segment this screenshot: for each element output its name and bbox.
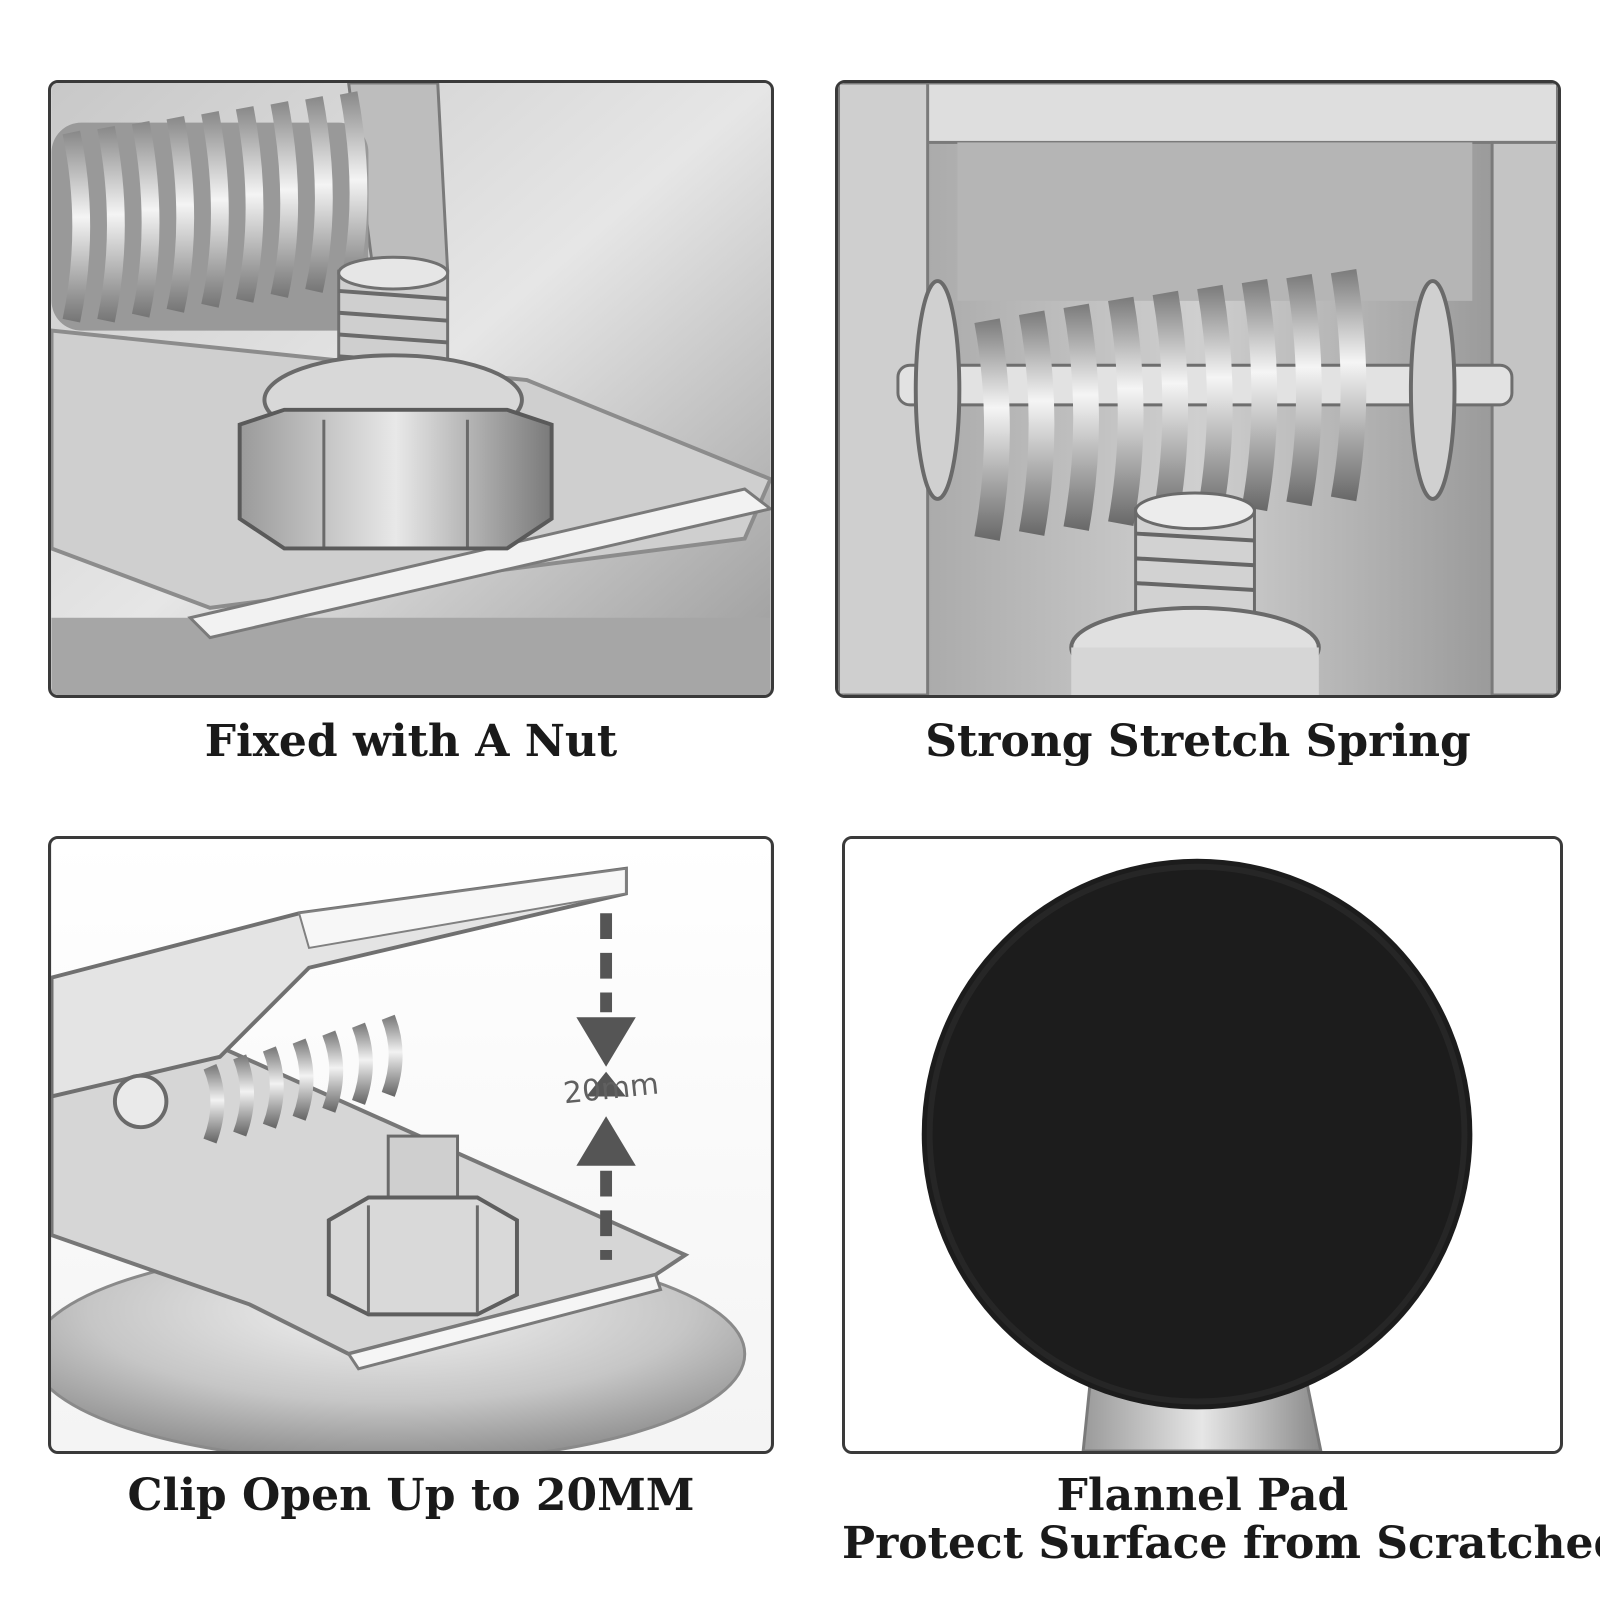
caption-felt-pad: Flannel Pad Protect Surface from Scratch… — [842, 1470, 1600, 1569]
caption-spring: Strong Stretch Spring — [925, 716, 1471, 767]
caption-felt-pad-line-1: Flannel Pad — [1056, 1470, 1349, 1521]
caption-open-clip: Clip Open Up to 20MM — [127, 1470, 695, 1521]
spring-coil-graphic — [203, 1014, 403, 1144]
photo-open-clip: 20mm — [48, 836, 774, 1454]
open-clip-image: 20mm — [51, 839, 771, 1451]
caption-nut: Fixed with A Nut — [204, 716, 618, 767]
spring-coil-graphic — [51, 91, 369, 331]
hex-nut-graphic — [237, 353, 554, 551]
nut-closeup-image — [51, 83, 771, 695]
bolt-graphic — [1069, 491, 1321, 695]
felt-pad-image — [845, 839, 1560, 1451]
photo-felt-pad — [842, 836, 1563, 1454]
felt-pad-graphic — [921, 858, 1473, 1410]
photo-nut-closeup — [48, 80, 774, 698]
stretch-spring-graphic — [974, 269, 1367, 541]
clip-bracket-graphic — [838, 83, 1558, 695]
hex-nut-graphic — [326, 1134, 519, 1317]
photo-spring-closeup — [835, 80, 1561, 698]
spring-closeup-image — [838, 83, 1558, 695]
rivet-graphic — [112, 1073, 169, 1130]
caption-felt-pad-line-2: Protect Surface from Scratched — [842, 1518, 1600, 1569]
opening-measurement: 20mm — [562, 913, 660, 1260]
